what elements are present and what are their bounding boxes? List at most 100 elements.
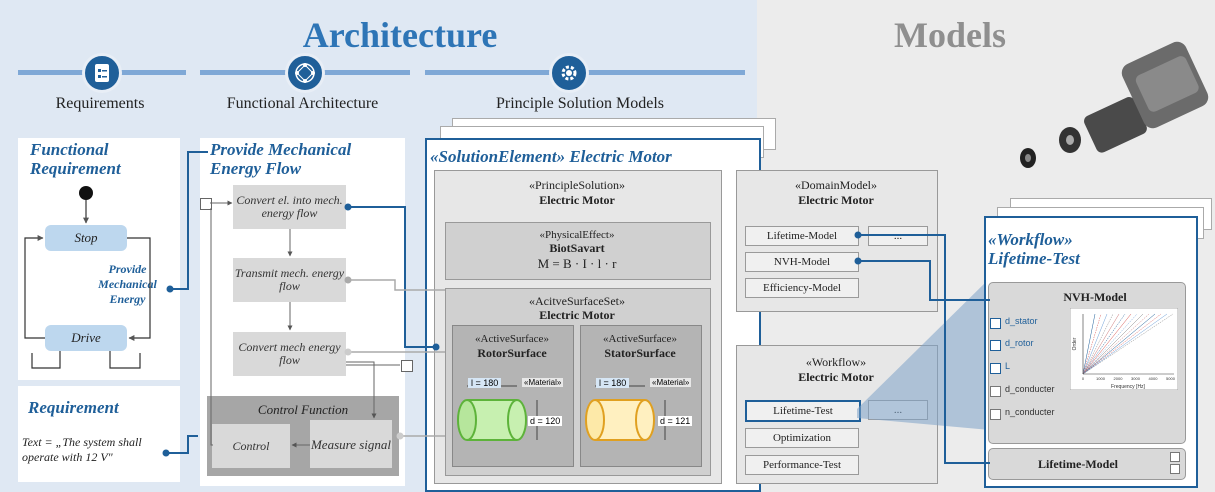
physical-effect-box	[445, 222, 711, 280]
rotor-name: RotorSurface	[477, 346, 547, 360]
nvh-chart: 0 1000 2000 3000 4000 5000 Frequency [Hz] Ord…	[1070, 308, 1178, 390]
stator-diameter-label: d = 121	[658, 416, 693, 426]
stator-name: StatorSurface	[604, 346, 676, 360]
param-d-conducter: d_conducter	[1005, 384, 1055, 394]
nvh-order-line	[1082, 313, 1174, 375]
section-principle-solution-models: Principle Solution Models	[496, 95, 664, 112]
cylinder-graphics	[457, 385, 666, 441]
solution-element-heading: «SolutionElement» Electric Motor	[430, 147, 672, 166]
node-control[interactable]: Control	[212, 424, 290, 468]
node-convert-el[interactable]: Convert el. into mech. energy flow	[233, 185, 346, 229]
nvh-order-line	[1082, 313, 1132, 375]
param-n-conducter: n_conducter	[1005, 407, 1055, 417]
node-transmit[interactable]: Transmit mech. energy flow	[233, 258, 346, 302]
initial-state	[79, 186, 93, 200]
nvh-order-line	[1082, 313, 1162, 375]
efficiency-model-button[interactable]: Efficiency-Model	[745, 278, 859, 298]
control-function-label: Control Function	[257, 402, 349, 417]
nvh-chart-xlabel: Frequency [Hz]	[1111, 384, 1146, 390]
section-functional-architecture: Functional Architecture	[226, 95, 379, 112]
nvh-chart-xtick: 5000	[1166, 376, 1176, 381]
state-drive[interactable]: Drive	[45, 325, 127, 351]
lifetime-test-button[interactable]: Lifetime-Test	[745, 400, 861, 422]
param-d-stator: d_stator	[1005, 316, 1038, 326]
domain-model-name: Electric Motor	[798, 193, 874, 207]
physical-effect-name: BiotSavart	[549, 241, 605, 255]
rotor-length-label: l = 180	[468, 378, 502, 388]
principle-solution-name: Electric Motor	[539, 193, 615, 207]
param-d-rotor: d_rotor	[1005, 338, 1034, 348]
lifetime-model-box	[988, 448, 1186, 480]
nvh-chart-xtick: 1000	[1096, 376, 1106, 381]
stator-stereotype: «ActiveSurface»	[603, 333, 677, 345]
rotor-surface-box	[452, 325, 574, 467]
rotor-diameter-label: d = 120	[528, 416, 563, 426]
state-stop[interactable]: Stop	[45, 225, 127, 251]
nvh-order-line	[1082, 313, 1102, 375]
active-surface-set-stereotype: «AcitveSurfaceSet»	[529, 294, 625, 308]
lifetime-port-top	[1170, 452, 1180, 462]
rotor-material-label: «Material»	[522, 378, 564, 387]
lifetime-model-button[interactable]: Lifetime-Model	[745, 226, 859, 246]
port-in	[200, 198, 212, 210]
electric-motor-image	[1020, 41, 1209, 168]
performance-test-button[interactable]: Performance-Test	[745, 455, 859, 475]
nvh-order-line	[1082, 313, 1120, 375]
node-measure[interactable]: Measure signal	[310, 420, 392, 468]
stator-cylinder	[585, 385, 666, 441]
param-checkbox-d-rotor[interactable]	[990, 340, 1001, 351]
requirement-text: Text = „The system shall operate with 12…	[22, 435, 142, 464]
active-surface-set-name: Electric Motor	[539, 308, 615, 322]
workflow-stereotype: «Workflow»	[805, 355, 867, 369]
nvh-order-line	[1082, 313, 1138, 375]
nvh-chart-xtick: 2000	[1114, 376, 1124, 381]
architecture-title: Architecture	[302, 15, 498, 55]
energy-flow-heading: Provide Mechanical Energy Flow	[210, 140, 352, 178]
rotor-cylinder	[457, 385, 538, 441]
nvh-order-line	[1082, 313, 1126, 375]
nvh-chart-xtick: 0	[1082, 376, 1085, 381]
node-convert-mech[interactable]: Convert mech energy flow	[233, 332, 346, 376]
port-out	[401, 360, 413, 372]
param-checkbox-d-stator[interactable]	[990, 318, 1001, 329]
nvh-chart-ylabel: Order	[1072, 337, 1078, 350]
stator-material-label: «Material»	[650, 378, 692, 387]
nvh-order-line	[1082, 313, 1114, 375]
workflow-name: Electric Motor	[798, 370, 874, 384]
physical-effect-stereotype: «PhysicalEffect»	[539, 229, 615, 241]
nvh-order-line	[1082, 313, 1168, 375]
lifetime-model-title: Lifetime-Model	[1038, 457, 1118, 471]
domain-model-stereotype: «DomainModel»	[795, 178, 877, 192]
nvh-order-line	[1082, 313, 1144, 375]
transition-label: Provide Mechanical Energy	[98, 262, 157, 306]
stator-length-label: l = 180	[596, 378, 630, 388]
nvh-model-title: NVH-Model	[1063, 290, 1127, 304]
param-checkbox-d-conducter[interactable]	[990, 386, 1001, 397]
param-l: L	[1005, 361, 1011, 371]
requirements-icon	[82, 53, 122, 93]
gear-icon	[549, 53, 589, 93]
stator-surface-box	[580, 325, 702, 467]
requirement-heading: Requirement	[28, 398, 119, 417]
nvh-order-line	[1082, 313, 1096, 375]
optimization-button[interactable]: Optimization	[745, 428, 859, 448]
nvh-chart-xtick: 3000	[1131, 376, 1141, 381]
nvh-order-line	[1082, 313, 1108, 375]
requirement-panel	[18, 386, 180, 482]
network-icon	[285, 53, 325, 93]
principle-solution-stereotype: «PrincipleSolution»	[529, 178, 625, 192]
section-requirements: Requirements	[55, 95, 145, 112]
workflow-panel-heading: «Workflow» Lifetime-Test	[988, 230, 1080, 268]
nvh-order-line	[1082, 313, 1156, 375]
physical-effect-formula: M = B · I · l · r	[537, 256, 617, 271]
param-checkbox-l[interactable]	[990, 363, 1001, 374]
functional-requirement-heading: Functional Requirement	[30, 140, 121, 178]
nvh-model-button[interactable]: NVH-Model	[745, 252, 859, 272]
nvh-chart-xtick: 4000	[1149, 376, 1159, 381]
projection-cone	[857, 278, 990, 430]
lifetime-port-bottom	[1170, 464, 1180, 474]
models-title: Models	[894, 15, 1006, 55]
rotor-stereotype: «ActiveSurface»	[475, 333, 549, 345]
param-checkbox-n-conducter[interactable]	[990, 409, 1001, 420]
